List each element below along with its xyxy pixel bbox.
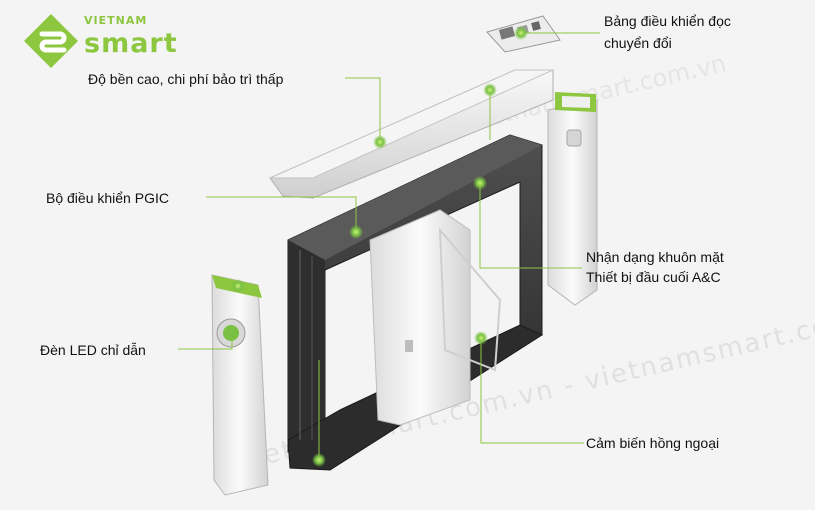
- leader-lines: [178, 32, 600, 460]
- callout-reader-panel-line1: Bảng điều khiển đọc: [604, 13, 731, 29]
- right-side-panel-part: [547, 92, 598, 306]
- marker-dots: [231, 26, 528, 467]
- leader-pgic: [206, 196, 357, 232]
- callout-face-recognition: Nhận dạng khuôn mặt: [586, 249, 724, 265]
- leader-face-ac: [479, 183, 582, 269]
- callout-reader-panel: Bảng điều khiển đọc chuyển đổi: [604, 12, 731, 52]
- leader-durability: [345, 77, 381, 142]
- top-cover-part: [269, 69, 554, 199]
- callout-ir-sensor: Cảm biến hồng ngoại: [586, 435, 720, 451]
- callout-reader-panel-line2: chuyển đổi: [604, 35, 672, 51]
- leader-led: [178, 340, 233, 350]
- callout-durability: Độ bền cao, chi phí bảo trì thấp: [88, 71, 284, 87]
- marker-dot: [473, 176, 487, 190]
- marker-dot: [483, 83, 497, 97]
- left-side-panel-part: [211, 274, 269, 496]
- marker-dot: [373, 135, 387, 149]
- marker-dot: [349, 225, 363, 239]
- callout-pgic-controller: Bộ điều khiển PGIC: [46, 190, 169, 206]
- logo-top-text: VIETNAM: [84, 14, 148, 27]
- marker-dot: [231, 279, 245, 293]
- vietnamsmart-logo: VIETNAM smart: [22, 12, 177, 72]
- marker-dot: [312, 453, 326, 467]
- callout-ac-terminal: Thiết bị đầu cuối A&C: [586, 269, 721, 285]
- callout-led-indicator: Đèn LED chỉ dẫn: [40, 342, 146, 358]
- marker-dot: [514, 26, 528, 40]
- inner-body-part: [369, 209, 502, 426]
- logo-diamond-icon: [24, 14, 78, 68]
- leader-ir: [480, 338, 584, 444]
- logo-main-text: smart: [84, 28, 178, 59]
- marker-dot: [474, 331, 488, 345]
